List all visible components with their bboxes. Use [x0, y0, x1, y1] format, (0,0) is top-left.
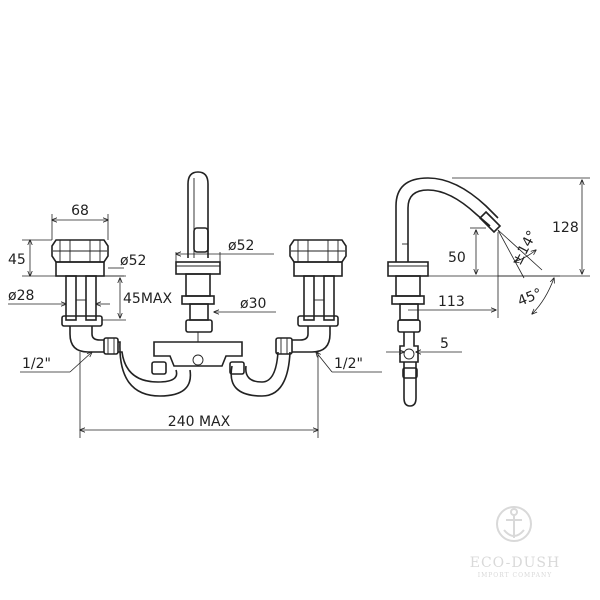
- dim-handle-height-label: 45: [8, 252, 26, 268]
- dim-shank-length-label: 45MAX: [123, 291, 172, 307]
- dim-reach: 113: [408, 232, 499, 318]
- dim-shank-length: 45MAX: [102, 275, 172, 321]
- watermark-brand: ECO-DUSH: [470, 555, 560, 571]
- dim-hose-gap: 5: [386, 336, 462, 352]
- dim-handle-height: 45: [8, 240, 56, 276]
- dim-hose-gap-label: 5: [440, 336, 449, 352]
- dim-handle-base-diameter: ø52: [104, 253, 146, 277]
- central-spout: [153, 171, 243, 367]
- side-view: 128 50 ±14° 113 45°: [386, 177, 590, 407]
- anchor-logo: [496, 506, 532, 542]
- left-connecting-hose: [118, 341, 192, 397]
- dim-spout-base-diameter: ø52: [176, 238, 274, 262]
- dim-spout-shank-diameter-label: ø30: [240, 296, 266, 312]
- left-handle-valve: [51, 239, 119, 355]
- dim-right-thread: 1/2": [316, 352, 382, 373]
- dim-shank-diameter: ø28: [8, 288, 110, 304]
- front-view: 68 45 ø52 ø28 45MAX: [8, 171, 382, 438]
- dim-right-thread-label: 1/2": [334, 356, 363, 372]
- dim-total-height-label: 128: [552, 220, 579, 236]
- dim-overall-width: 240 MAX: [80, 352, 318, 438]
- dim-handle-base-diameter-label: ø52: [120, 253, 146, 269]
- right-connecting-hose: [229, 337, 293, 397]
- dim-reach-label: 113: [438, 294, 465, 310]
- dim-overall-width-label: 240 MAX: [168, 414, 231, 430]
- dim-tilt-angle: 45°: [498, 275, 560, 314]
- dim-swivel-angle: ±14°: [497, 228, 543, 279]
- dim-left-thread-label: 1/2": [22, 356, 51, 372]
- dim-tilt-angle-label: 45°: [516, 286, 545, 310]
- dim-handle-width-label: 68: [71, 203, 89, 219]
- side-spout: [387, 177, 502, 407]
- dim-spout-outlet-height-label: 50: [448, 250, 466, 266]
- right-handle-valve: [289, 239, 347, 353]
- dim-shank-diameter-label: ø28: [8, 288, 34, 304]
- dim-handle-width: 68: [52, 203, 108, 240]
- dim-spout-base-diameter-label: ø52: [228, 238, 254, 254]
- dim-spout-shank-diameter: ø30: [214, 296, 276, 312]
- dim-swivel-angle-label: ±14°: [509, 228, 540, 268]
- dim-spout-outlet-height: 50: [448, 227, 486, 274]
- dim-left-thread: 1/2": [20, 352, 92, 373]
- brand-watermark: ECO-DUSH IMPORT COMPANY: [470, 506, 560, 579]
- watermark-tagline: IMPORT COMPANY: [478, 572, 553, 579]
